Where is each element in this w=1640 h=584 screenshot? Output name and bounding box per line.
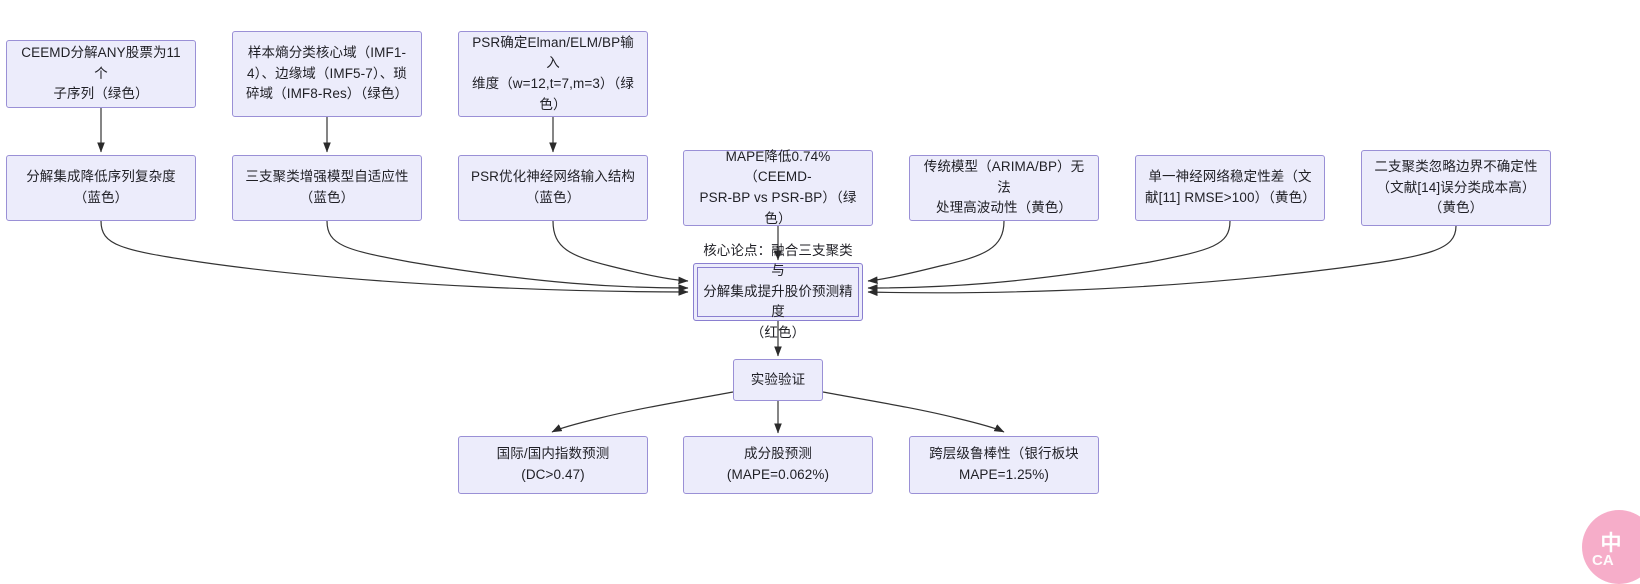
node-result-cross-level-robustness[interactable]: 跨层级鲁棒性（银行板块 MAPE=1.25%) bbox=[909, 436, 1099, 494]
node-label: 成分股预测 (MAPE=0.062%) bbox=[726, 446, 830, 482]
edge-n8-n11 bbox=[867, 220, 1005, 285]
node-sample-entropy-domains[interactable]: 样本熵分类核心域（IMF1- 4）、边缘域（IMF5-7）、琐 碎域（IMF8-… bbox=[232, 31, 422, 117]
node-experimental-validation[interactable]: 实验验证 bbox=[733, 359, 823, 401]
edge-n9-n11 bbox=[867, 220, 1231, 292]
edge-n6-n11 bbox=[552, 220, 689, 285]
node-label: PSR优化神经网络输入结构 （蓝色） bbox=[470, 169, 636, 205]
edge-n4-n11 bbox=[100, 220, 689, 296]
node-label: 分解集成降低序列复杂度 （蓝色） bbox=[26, 169, 176, 205]
node-decomposition-reduces-complexity[interactable]: 分解集成降低序列复杂度 （蓝色） bbox=[6, 155, 196, 221]
node-label: 样本熵分类核心域（IMF1- 4）、边缘域（IMF5-7）、琐 碎域（IMF8-… bbox=[245, 45, 409, 102]
node-label: 传统模型（ARIMA/BP）无法 处理高波动性（黄色） bbox=[923, 159, 1085, 216]
node-label: CEEMD分解ANY股票为11个 子序列（绿色） bbox=[21, 45, 181, 102]
edge-n12-n13 bbox=[551, 391, 734, 433]
node-traditional-model-gap[interactable]: 传统模型（ARIMA/BP）无法 处理高波动性（黄色） bbox=[909, 155, 1099, 221]
node-result-index-prediction[interactable]: 国际/国内指数预测 (DC>0.47) bbox=[458, 436, 648, 494]
node-two-way-clustering-gap[interactable]: 二支聚类忽略边界不确定性 （文献[14]误分类成本高） （黄色） bbox=[1361, 150, 1551, 226]
node-ceemd-decomposition[interactable]: CEEMD分解ANY股票为11个 子序列（绿色） bbox=[6, 40, 196, 108]
node-single-network-instability-gap[interactable]: 单一神经网络稳定性差（文 献[11] RMSE>100）（黄色） bbox=[1135, 155, 1325, 221]
node-core-claim[interactable]: 核心论点：融合三支聚类与 分解集成提升股价预测精度 （红色） bbox=[693, 243, 863, 340]
node-mape-reduction-evidence[interactable]: MAPE降低0.74%（CEEMD- PSR-BP vs PSR-BP）（绿 色… bbox=[683, 148, 873, 226]
watermark-subtext: CA bbox=[1592, 552, 1614, 569]
node-label: 核心论点：融合三支聚类与 分解集成提升股价预测精度 （红色） bbox=[703, 242, 853, 340]
node-label: 实验验证 bbox=[750, 371, 806, 387]
watermark-badge: 中 CA bbox=[1582, 510, 1640, 584]
node-label: 三支聚类增强模型自适应性 （蓝色） bbox=[245, 169, 409, 205]
edge-n12-n15 bbox=[822, 391, 1005, 433]
node-label: 国际/国内指数预测 (DC>0.47) bbox=[496, 446, 610, 482]
node-label: 单一神经网络稳定性差（文 献[11] RMSE>100）（黄色） bbox=[1145, 169, 1316, 205]
node-label: PSR确定Elman/ELM/BP输入 维度（w=12,t=7,m=3）（绿 色… bbox=[472, 34, 634, 112]
node-result-constituent-stock[interactable]: 成分股预测 (MAPE=0.062%) bbox=[683, 436, 873, 494]
node-label: 二支聚类忽略边界不确定性 （文献[14]误分类成本高） （黄色） bbox=[1374, 159, 1538, 216]
watermark-text: 中 bbox=[1600, 532, 1622, 556]
edge-n10-n11 bbox=[867, 225, 1457, 297]
node-three-way-clustering-adaptivity[interactable]: 三支聚类增强模型自适应性 （蓝色） bbox=[232, 155, 422, 221]
node-label: MAPE降低0.74%（CEEMD- PSR-BP vs PSR-BP）（绿 色… bbox=[699, 148, 857, 226]
edge-n5-n11 bbox=[326, 220, 689, 292]
node-psr-optimizes-network-input[interactable]: PSR优化神经网络输入结构 （蓝色） bbox=[458, 155, 648, 221]
node-label: 跨层级鲁棒性（银行板块 MAPE=1.25%) bbox=[929, 446, 1079, 482]
node-psr-input-dimension[interactable]: PSR确定Elman/ELM/BP输入 维度（w=12,t=7,m=3）（绿 色… bbox=[458, 31, 648, 117]
